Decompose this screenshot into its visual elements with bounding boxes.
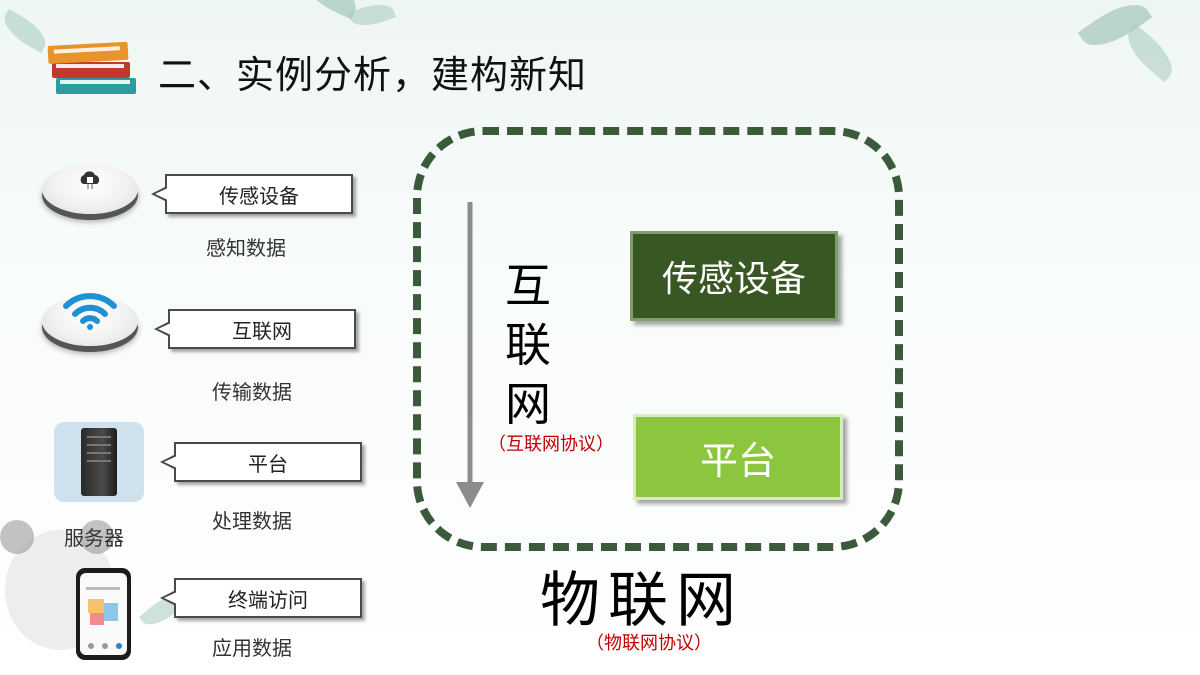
sensor-device-box: 传感设备 bbox=[630, 231, 838, 321]
arrow-down-icon bbox=[452, 202, 488, 512]
caption-process-data: 处理数据 bbox=[212, 509, 292, 533]
robot-vacuum-image bbox=[42, 293, 138, 346]
internet-protocol-label: （互联网协议） bbox=[488, 434, 614, 455]
internet-char-2: 联 bbox=[505, 318, 551, 372]
callout-sensor: 传感设备 bbox=[151, 174, 353, 214]
cloud-chip-icon bbox=[78, 170, 102, 190]
books-icon bbox=[46, 36, 140, 100]
wifi-icon bbox=[62, 290, 118, 330]
internet-char-1: 互 bbox=[505, 259, 551, 313]
leaf-icon bbox=[0, 8, 53, 54]
page-title: 二、实例分析，建构新知 bbox=[158, 53, 588, 97]
callout-terminal: 终端访问 bbox=[160, 578, 362, 618]
phone-icon bbox=[76, 568, 131, 660]
iot-protocol-label: （物联网协议） bbox=[586, 633, 712, 654]
robot-vacuum-image bbox=[42, 164, 138, 214]
platform-box: 平台 bbox=[633, 414, 843, 500]
internet-char-3: 网 bbox=[505, 377, 551, 431]
callout-internet: 互联网 bbox=[154, 309, 356, 349]
callout-platform: 平台 bbox=[160, 442, 362, 482]
iot-dashed-boundary bbox=[413, 127, 903, 551]
caption-apply-data: 应用数据 bbox=[212, 636, 292, 660]
caption-transmit-data: 传输数据 bbox=[212, 380, 292, 404]
leaf-icon bbox=[1118, 23, 1182, 83]
caption-sense-data: 感知数据 bbox=[206, 236, 286, 260]
server-icon bbox=[54, 422, 144, 502]
iot-label: 物联网 bbox=[540, 566, 744, 636]
server-label: 服务器 bbox=[64, 526, 124, 550]
